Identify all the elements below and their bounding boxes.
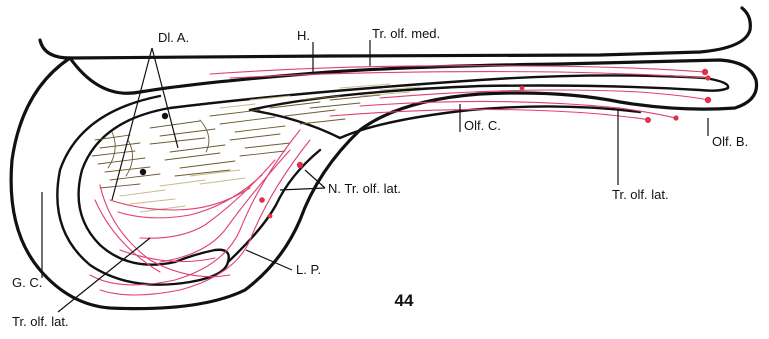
dl-a-cell-marker-2 [140, 169, 146, 175]
dl-a-cell-marker-1 [162, 113, 168, 119]
label-h: H. [297, 28, 310, 43]
label-tr-olf-lat-right: Tr. olf. lat. [612, 187, 669, 202]
label-l-p: L. P. [296, 262, 321, 277]
label-g-c: G. C. [12, 275, 42, 290]
label-tr-olf-lat-left: Tr. olf. lat. [12, 314, 69, 329]
figure-number: 44 [395, 291, 414, 310]
label-n-tr-olf-lat: N. Tr. olf. lat. [328, 181, 401, 196]
label-olf-b: Olf. B. [712, 134, 748, 149]
label-olf-c: Olf. C. [464, 118, 501, 133]
label-tr-olf-med: Tr. olf. med. [372, 26, 440, 41]
olfactory-canal-outline [250, 106, 640, 138]
label-dl-a: Dl. A. [158, 30, 189, 45]
